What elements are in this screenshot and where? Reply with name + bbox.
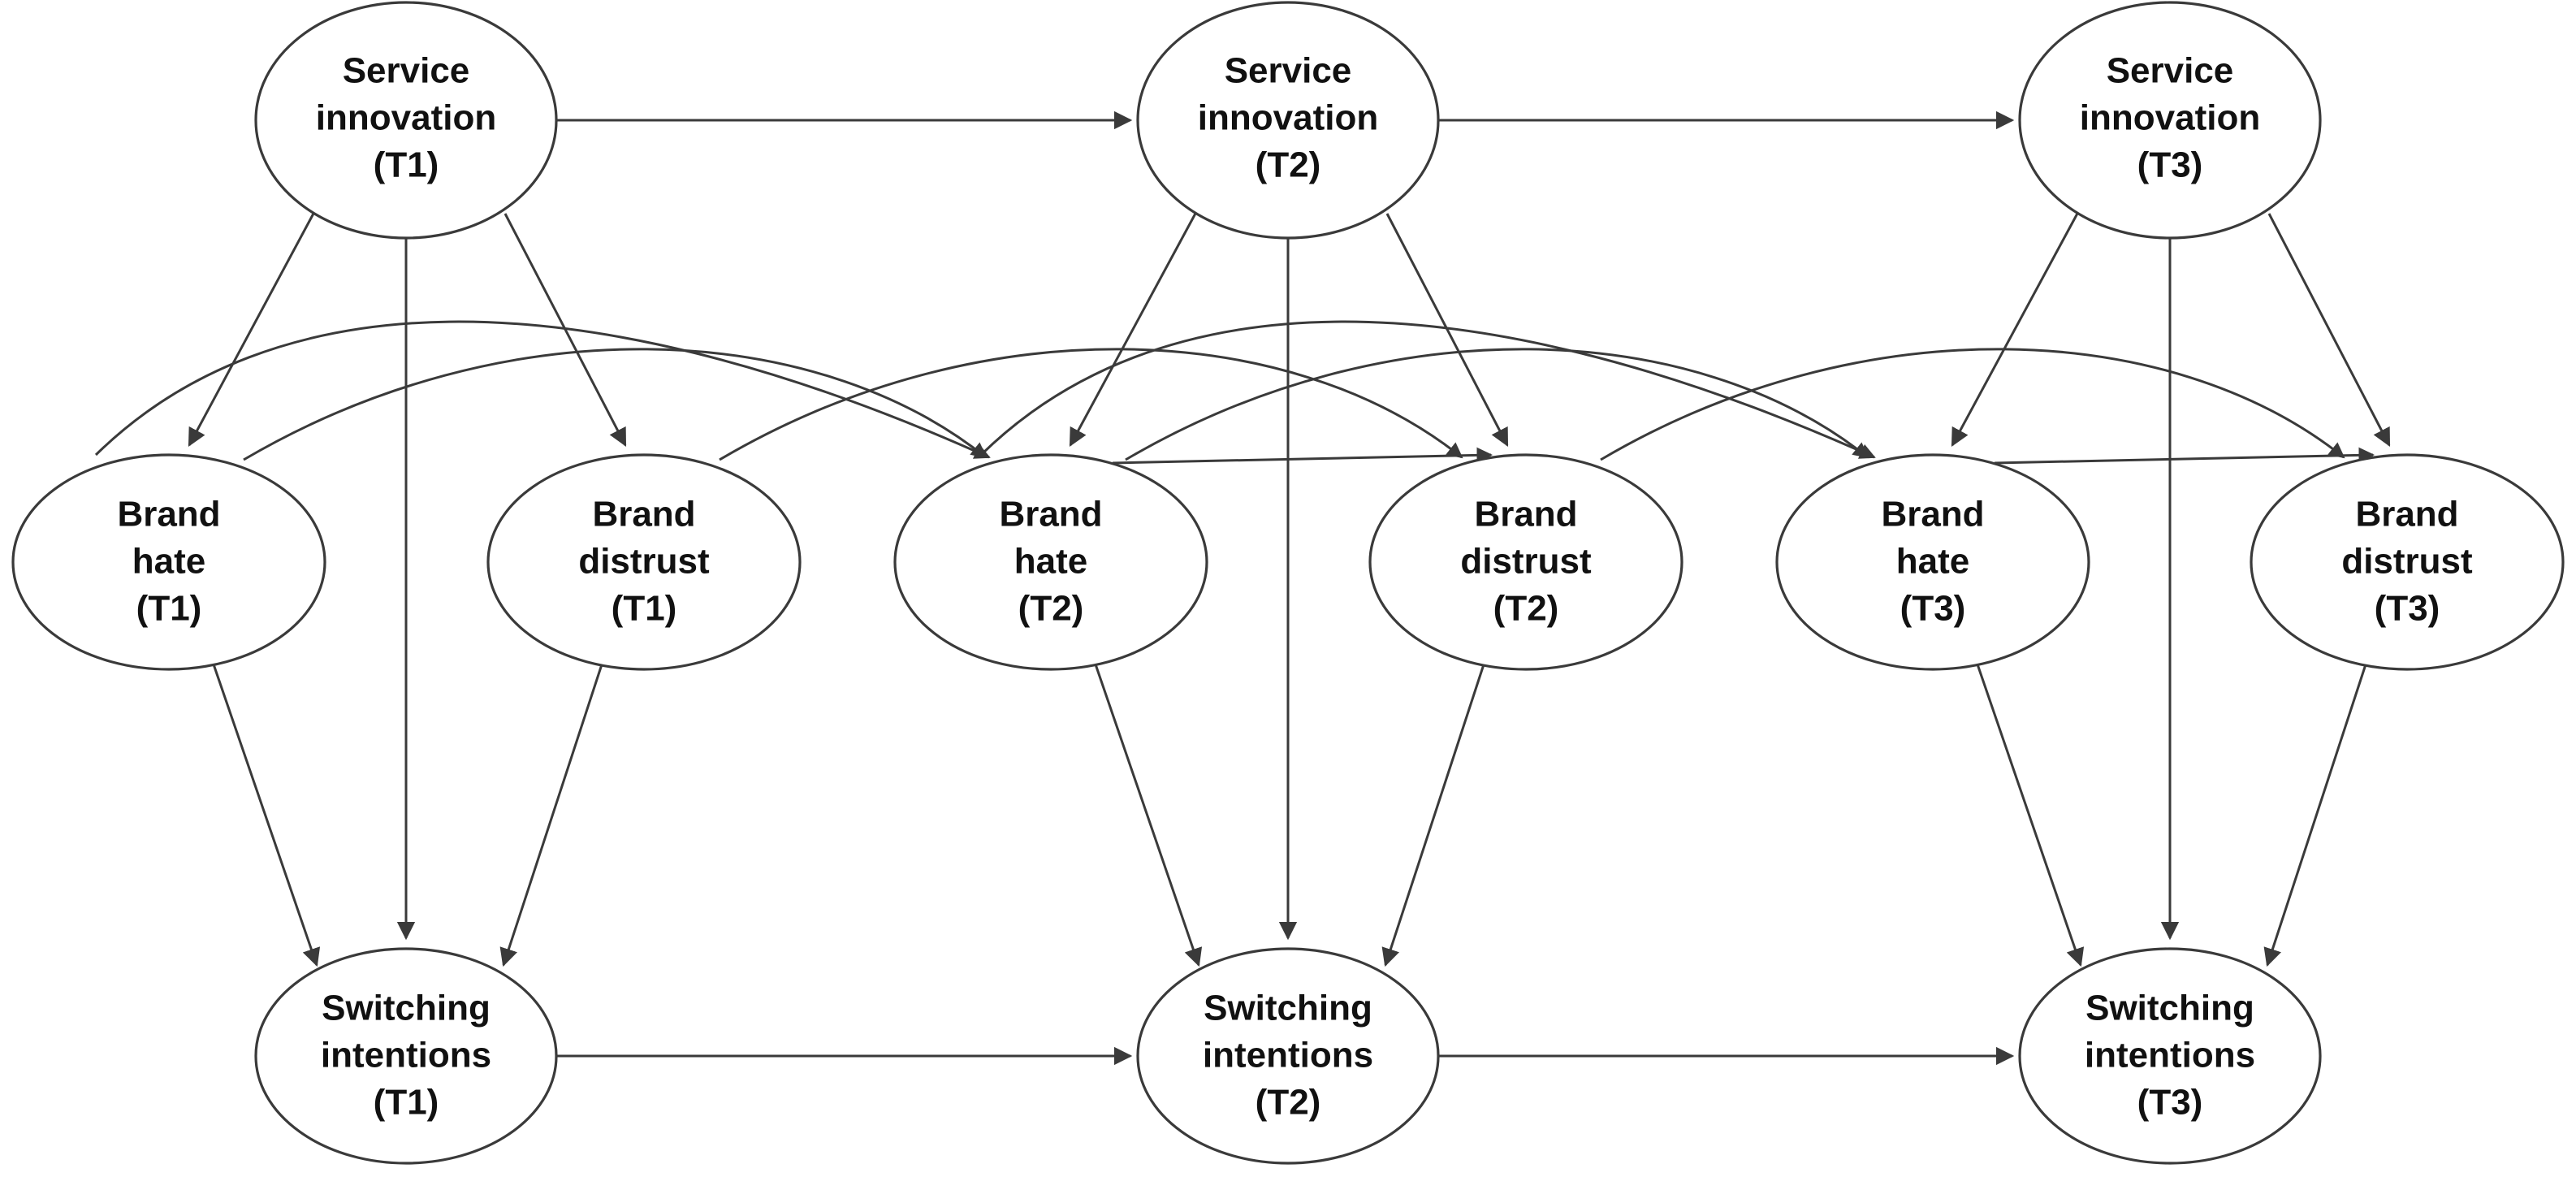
- node-label-line1: Brand: [999, 495, 1102, 534]
- node-label-line2: innovation: [2080, 98, 2260, 138]
- node-label-line1: Brand: [2355, 495, 2458, 534]
- node-label-line3: (T1): [612, 589, 677, 629]
- edge-bd-t1-to-sw-t1: [499, 661, 604, 967]
- node-switching-intentions-t1[interactable]: Switching intentions (T1): [254, 947, 558, 1165]
- edge-bh-t1-to-bh-t2: [243, 348, 988, 461]
- edge-bh-t2-to-sw-t2: [1093, 661, 1203, 967]
- node-ellipse[interactable]: [1136, 1, 1440, 240]
- node-ellipse[interactable]: [2018, 1, 2322, 240]
- node-service-innovation-t2[interactable]: Service innovation (T2): [1136, 1, 1440, 240]
- edge-si-t3-to-bh-t3: [1951, 211, 2080, 447]
- node-ellipse[interactable]: [254, 1, 558, 240]
- edge-bd-t2-to-sw-t2: [1381, 661, 1486, 967]
- node-label-line1: Brand: [117, 495, 220, 534]
- node-ellipse[interactable]: [893, 453, 1208, 671]
- edge-si-t1-to-bh-t1: [188, 211, 316, 447]
- node-label-line1: Brand: [1881, 495, 1984, 534]
- node-label-line3: (T2): [1493, 589, 1559, 629]
- node-ellipse[interactable]: [254, 947, 558, 1165]
- node-label-line3: (T1): [374, 145, 439, 185]
- node-ellipse[interactable]: [2018, 947, 2322, 1165]
- node-label-line2: hate: [1014, 542, 1087, 582]
- node-label-line2: hate: [1896, 542, 1969, 582]
- node-label-line1: Service: [1225, 51, 1352, 91]
- node-label-line2: distrust: [578, 542, 710, 582]
- node-label-line2: distrust: [2341, 542, 2473, 582]
- node-label-line2: intentions: [2085, 1036, 2255, 1075]
- node-ellipse[interactable]: [11, 453, 326, 671]
- node-label-line3: (T1): [136, 589, 202, 629]
- node-ellipse[interactable]: [1368, 453, 1683, 671]
- node-label-line2: innovation: [1198, 98, 1378, 138]
- node-label-line3: (T3): [1900, 589, 1966, 629]
- edge-si-t2-to-bd-t2: [1385, 213, 1509, 447]
- edge-bh-t3-to-bd-t3: [1994, 447, 2375, 465]
- node-label-line3: (T2): [1256, 145, 1321, 185]
- node-ellipse[interactable]: [2250, 453, 2565, 671]
- node-label-line1: Brand: [592, 495, 695, 534]
- edge-si-t2-to-bh-t2: [1069, 211, 1198, 447]
- node-label-line2: intentions: [321, 1036, 491, 1075]
- edge-bh-t2-to-bh-t3: [1125, 348, 1869, 461]
- edge-bd-t3-to-sw-t3: [2263, 661, 2368, 967]
- node-label-line3: (T3): [2137, 1083, 2203, 1123]
- node-label-line2: innovation: [316, 98, 496, 138]
- node-label-line3: (T2): [1256, 1083, 1321, 1123]
- edge-bd-t1-to-bd-t2: [719, 348, 1463, 461]
- node-label-line2: distrust: [1460, 542, 1592, 582]
- node-label-line3: (T2): [1018, 589, 1084, 629]
- node-label-line1: Switching: [2085, 989, 2254, 1028]
- node-label-line1: Brand: [1474, 495, 1577, 534]
- edge-bd-t1-to-bh-t2: [94, 320, 991, 459]
- node-brand-hate-t2[interactable]: Brand hate (T2): [893, 453, 1208, 671]
- node-label-line3: (T1): [374, 1083, 439, 1123]
- node-switching-intentions-t2[interactable]: Switching intentions (T2): [1136, 947, 1440, 1165]
- node-ellipse[interactable]: [1136, 947, 1440, 1165]
- edge-bh-t3-to-sw-t3: [1975, 661, 2085, 967]
- node-brand-hate-t3[interactable]: Brand hate (T3): [1775, 453, 2090, 671]
- node-label-line1: Switching: [1204, 989, 1372, 1028]
- node-label-line2: hate: [132, 542, 205, 582]
- edge-si-t3-to-bd-t3: [2267, 213, 2391, 447]
- node-ellipse[interactable]: [1775, 453, 2090, 671]
- node-brand-distrust-t3[interactable]: Brand distrust (T3): [2250, 453, 2565, 671]
- node-label-line1: Service: [2107, 51, 2234, 91]
- node-label-line3: (T3): [2375, 589, 2440, 629]
- node-ellipse[interactable]: [486, 453, 802, 671]
- node-switching-intentions-t3[interactable]: Switching intentions (T3): [2018, 947, 2322, 1165]
- node-brand-distrust-t2[interactable]: Brand distrust (T2): [1368, 453, 1683, 671]
- edge-bh-t2-to-bd-t2: [1112, 447, 1493, 465]
- node-service-innovation-t1[interactable]: Service innovation (T1): [254, 1, 558, 240]
- node-brand-distrust-t1[interactable]: Brand distrust (T1): [486, 453, 802, 671]
- node-brand-hate-t1[interactable]: Brand hate (T1): [11, 453, 326, 671]
- node-label-line1: Switching: [322, 989, 491, 1028]
- node-label-line3: (T3): [2137, 145, 2203, 185]
- node-service-innovation-t3[interactable]: Service innovation (T3): [2018, 1, 2322, 240]
- edge-bh-t1-to-bd-t2: [979, 320, 1876, 459]
- node-label-line2: intentions: [1203, 1036, 1373, 1075]
- node-label-line1: Service: [343, 51, 470, 91]
- edge-bd-t2-to-bd-t3: [1600, 348, 2345, 461]
- edge-layer: [94, 110, 2391, 1066]
- edge-bh-t1-to-sw-t1: [211, 661, 321, 967]
